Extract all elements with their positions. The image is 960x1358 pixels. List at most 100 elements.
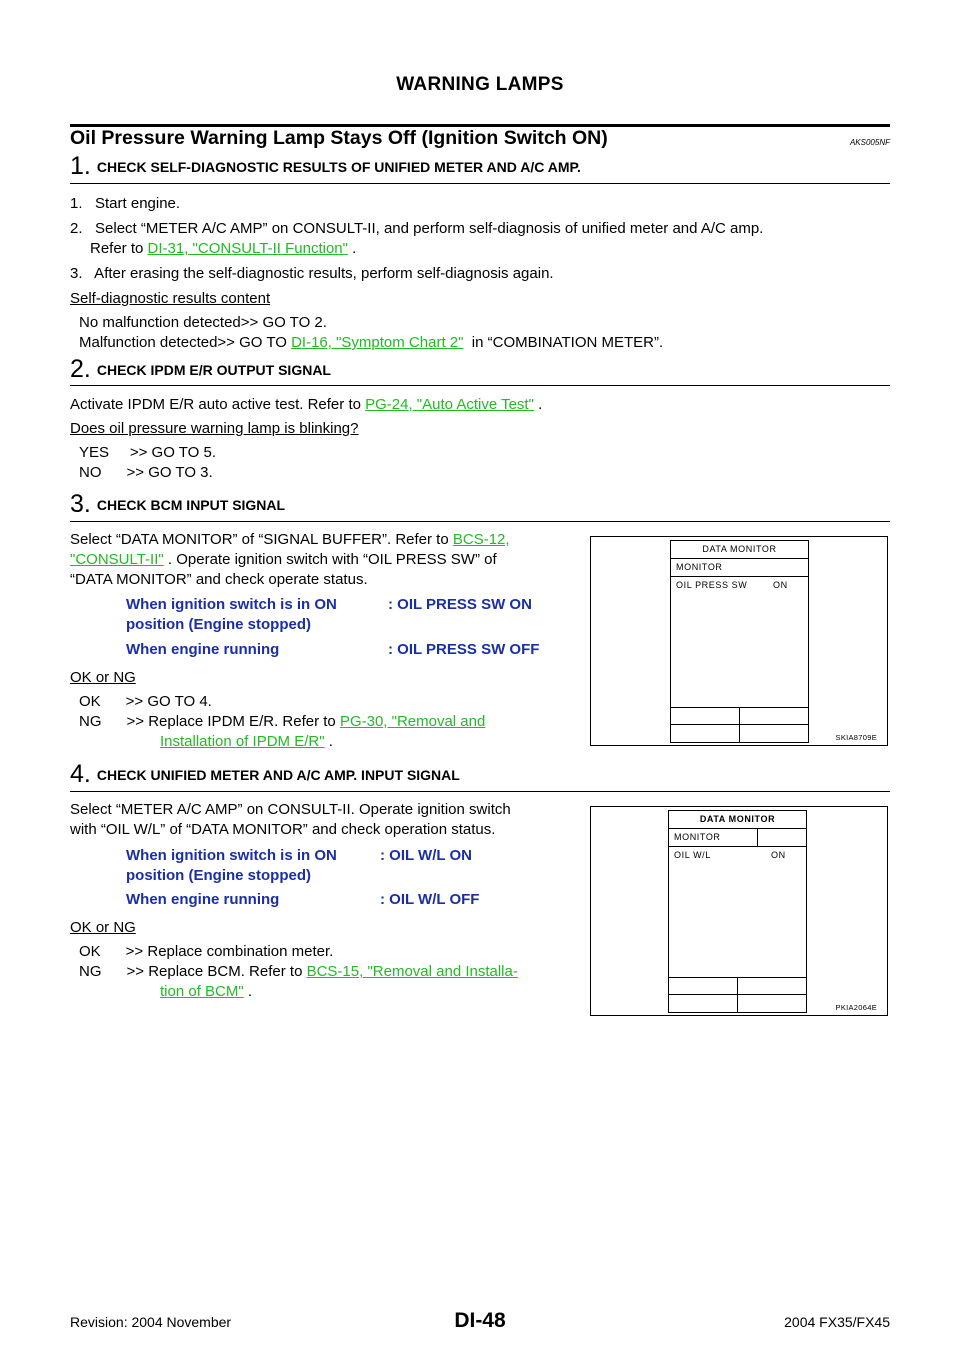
- step-4-cond-1: When ignition switch is in ON position (…: [126, 846, 337, 886]
- step-4-ng-prefix: NG >> Replace BCM. Refer to: [79, 963, 307, 980]
- step-3-okng: OK or NG: [70, 669, 136, 686]
- link-pg-24[interactable]: PG-24, "Auto Active Test": [365, 396, 534, 413]
- step-1-result-2-prefix: Malfunction detected>> GO TO: [79, 334, 292, 351]
- figure-data-monitor-2: DATA MONITOR MONITOR OIL W/L ON PKIA2064E: [590, 806, 888, 1016]
- step-2-text-prefix: Activate IPDM E/R auto active test. Refe…: [70, 396, 366, 413]
- figure-2-header: DATA MONITOR: [669, 811, 806, 829]
- step-2-heading: 2.CHECK IPDM E/R OUTPUT SIGNAL: [70, 355, 890, 384]
- link-consult-ii[interactable]: "CONSULT-II": [70, 551, 164, 568]
- footer-model: 2004 FX35/FX45: [784, 1314, 890, 1330]
- step-4-ng-suffix: .: [243, 983, 253, 1000]
- figure-1-row: OIL PRESS SW ON: [671, 577, 808, 594]
- step-4-rule: [70, 791, 890, 792]
- step-4-okng: OK or NG: [70, 919, 136, 936]
- step-2-yes: YES >> GO TO 5.: [79, 444, 217, 461]
- section-title: Oil Pressure Warning Lamp Stays Off (Ign…: [70, 127, 608, 149]
- figure-1-value: ON: [773, 580, 788, 590]
- step-1-number: 1.: [70, 152, 91, 180]
- step-4-number: 4.: [70, 760, 91, 788]
- step-4-val-2: : OIL W/L OFF: [380, 891, 480, 908]
- step-2-text: Activate IPDM E/R auto active test. Refe…: [70, 395, 890, 415]
- step-4-body: Select “METER A/C AMP” on CONSULT-II. Op…: [70, 800, 580, 840]
- step-1-heading: 1. CHECK SELF-DIAGNOSTIC RESULTS OF UNIFI…: [70, 152, 890, 181]
- step-4-cond-1b: position (Engine stopped): [126, 867, 311, 884]
- link-pg-30[interactable]: PG-30, "Removal and: [339, 713, 486, 730]
- step-4-ng-cont: tion of BCM" .: [70, 982, 582, 1002]
- step-1-item-2b: Refer to DI-31, "CONSULT-II Function" .: [70, 239, 890, 259]
- step-3-line-1-prefix: Select “DATA MONITOR” of “SIGNAL BUFFER”…: [70, 531, 453, 548]
- link-bcs-12[interactable]: BCS-12,: [452, 531, 510, 548]
- figure-1-monitor: MONITOR: [671, 559, 808, 577]
- step-3-ng-cont: Installation of IPDM E/R" .: [70, 732, 582, 752]
- step-3-heading: 3.CHECK BCM INPUT SIGNAL: [70, 490, 890, 519]
- step-3-line-1: Select “DATA MONITOR” of “SIGNAL BUFFER”…: [70, 530, 580, 550]
- step-3-cond-2: When engine running: [126, 641, 280, 658]
- step-3-body: Select “DATA MONITOR” of “SIGNAL BUFFER”…: [70, 530, 580, 590]
- figure-2-value: ON: [771, 850, 786, 860]
- figure-1-code: SKIA8709E: [835, 733, 877, 742]
- step-2-title: CHECK IPDM E/R OUTPUT SIGNAL: [96, 362, 331, 378]
- step-3-ng-suffix: .: [324, 733, 333, 750]
- figure-1-item: OIL PRESS SW: [676, 580, 748, 590]
- figure-1-line-c: [739, 707, 740, 742]
- step-3-title: CHECK BCM INPUT SIGNAL: [96, 497, 286, 513]
- figure-2-monitor-divider: [757, 829, 758, 846]
- step-4-ok: OK >> Replace combination meter.: [79, 943, 334, 960]
- step-3-line-3: “DATA MONITOR” and check operate status.: [70, 571, 368, 588]
- step-1-item-2a: 2. Select “METER A/C AMP” on CONSULT-II,…: [70, 220, 764, 237]
- link-di-31[interactable]: DI-31, "CONSULT-II Function": [147, 240, 348, 257]
- figure-2-monitor: MONITOR: [669, 829, 806, 847]
- link-pg-30-cont[interactable]: Installation of IPDM E/R": [160, 733, 325, 750]
- step-2-body: Activate IPDM E/R auto active test. Refe…: [70, 395, 890, 483]
- step-3-ok: OK >> GO TO 4.: [79, 693, 212, 710]
- step-3-ng: NG >> Replace IPDM E/R. Refer to PG-30, …: [70, 712, 582, 732]
- step-3-val-2: : OIL PRESS SW OFF: [388, 641, 540, 658]
- step-1-result-1: No malfunction detected>> GO TO 2.: [79, 314, 327, 331]
- step-2-rule: [70, 385, 890, 386]
- step-4-line-1: Select “METER A/C AMP” on CONSULT-II. Op…: [70, 801, 511, 818]
- footer-page-number: DI-48: [454, 1309, 506, 1332]
- step-4-title: CHECK UNIFIED METER AND A/C AMP. INPUT S…: [96, 767, 460, 783]
- header-rule: [70, 124, 890, 127]
- step-4-ng: NG >> Replace BCM. Refer to BCS-15, "Rem…: [70, 962, 582, 982]
- step-3-results: OK or NG OK >> GO TO 4. NG >> Replace IP…: [70, 668, 582, 752]
- step-4-cond-2: When engine running: [126, 891, 280, 908]
- step-3-line-2: "CONSULT-II" . Operate ignition switch w…: [70, 550, 580, 570]
- step-1-item-2b-prefix: Refer to: [90, 240, 148, 257]
- step-4-val-1: : OIL W/L ON: [380, 847, 472, 864]
- step-1-rule: [70, 183, 890, 184]
- step-3-cond-1: When ignition switch is in ON position (…: [126, 595, 337, 635]
- step-1-result-label: Self-diagnostic results content: [70, 290, 271, 307]
- step-4-results: OK or NG OK >> Replace combination meter…: [70, 918, 582, 1002]
- figure-1-screen: DATA MONITOR MONITOR OIL PRESS SW ON: [670, 540, 809, 743]
- figure-1-monitor-label: MONITOR: [676, 562, 723, 572]
- step-2-text-suffix: .: [533, 396, 543, 413]
- figure-2-code: PKIA2064E: [835, 1003, 877, 1012]
- step-1-item-3: 3. After erasing the self-diagnostic res…: [70, 265, 554, 282]
- step-1-title: CHECK SELF-DIAGNOSTIC RESULTS OF UNIFIED…: [96, 159, 581, 175]
- step-2-no: NO >> GO TO 3.: [79, 464, 213, 481]
- step-3-ng-prefix: NG >> Replace IPDM E/R. Refer to: [79, 713, 340, 730]
- figure-data-monitor-1: DATA MONITOR MONITOR OIL PRESS SW ON SKIA…: [590, 536, 888, 746]
- link-bcs-15[interactable]: BCS-15, "Removal and Installa-: [306, 963, 518, 980]
- step-2-question: Does oil pressure warning lamp is blinki…: [70, 420, 359, 437]
- step-4-heading: 4. CHECK UNIFIED METER AND A/C AMP. INPUT…: [70, 760, 890, 789]
- figure-2-item: OIL W/L: [674, 850, 711, 860]
- figure-2-screen: DATA MONITOR MONITOR OIL W/L ON: [668, 810, 807, 1013]
- step-3-cond-1b: position (Engine stopped): [126, 616, 311, 633]
- step-1-body: 1. Start engine. 2. Select “METER A/C AM…: [70, 194, 890, 353]
- link-bcs-15-cont[interactable]: tion of BCM": [160, 983, 244, 1000]
- step-1-item-1: 1. Start engine.: [70, 195, 181, 212]
- step-1-result-2: Malfunction detected>> GO TO DI-16, "Sym…: [70, 333, 890, 353]
- step-1-item-2b-suffix: .: [347, 240, 357, 257]
- link-di-16[interactable]: DI-16, "Symptom Chart 2": [291, 334, 464, 351]
- section-code: AKS005NF: [849, 138, 890, 147]
- figure-1-header: DATA MONITOR: [671, 541, 808, 559]
- footer-revision: Revision: 2004 November: [70, 1314, 232, 1330]
- page-header-title: WARNING LAMPS: [396, 74, 564, 95]
- step-1-result-2-suffix: in “COMBINATION METER”.: [463, 334, 664, 351]
- step-4-cond-1a: When ignition switch is in ON: [126, 847, 337, 864]
- step-4-line-2: with “OIL W/L” of “DATA MONITOR” and che…: [70, 821, 496, 838]
- figure-2-monitor-label: MONITOR: [674, 832, 721, 842]
- step-3-cond-1a: When ignition switch is in ON: [126, 596, 337, 613]
